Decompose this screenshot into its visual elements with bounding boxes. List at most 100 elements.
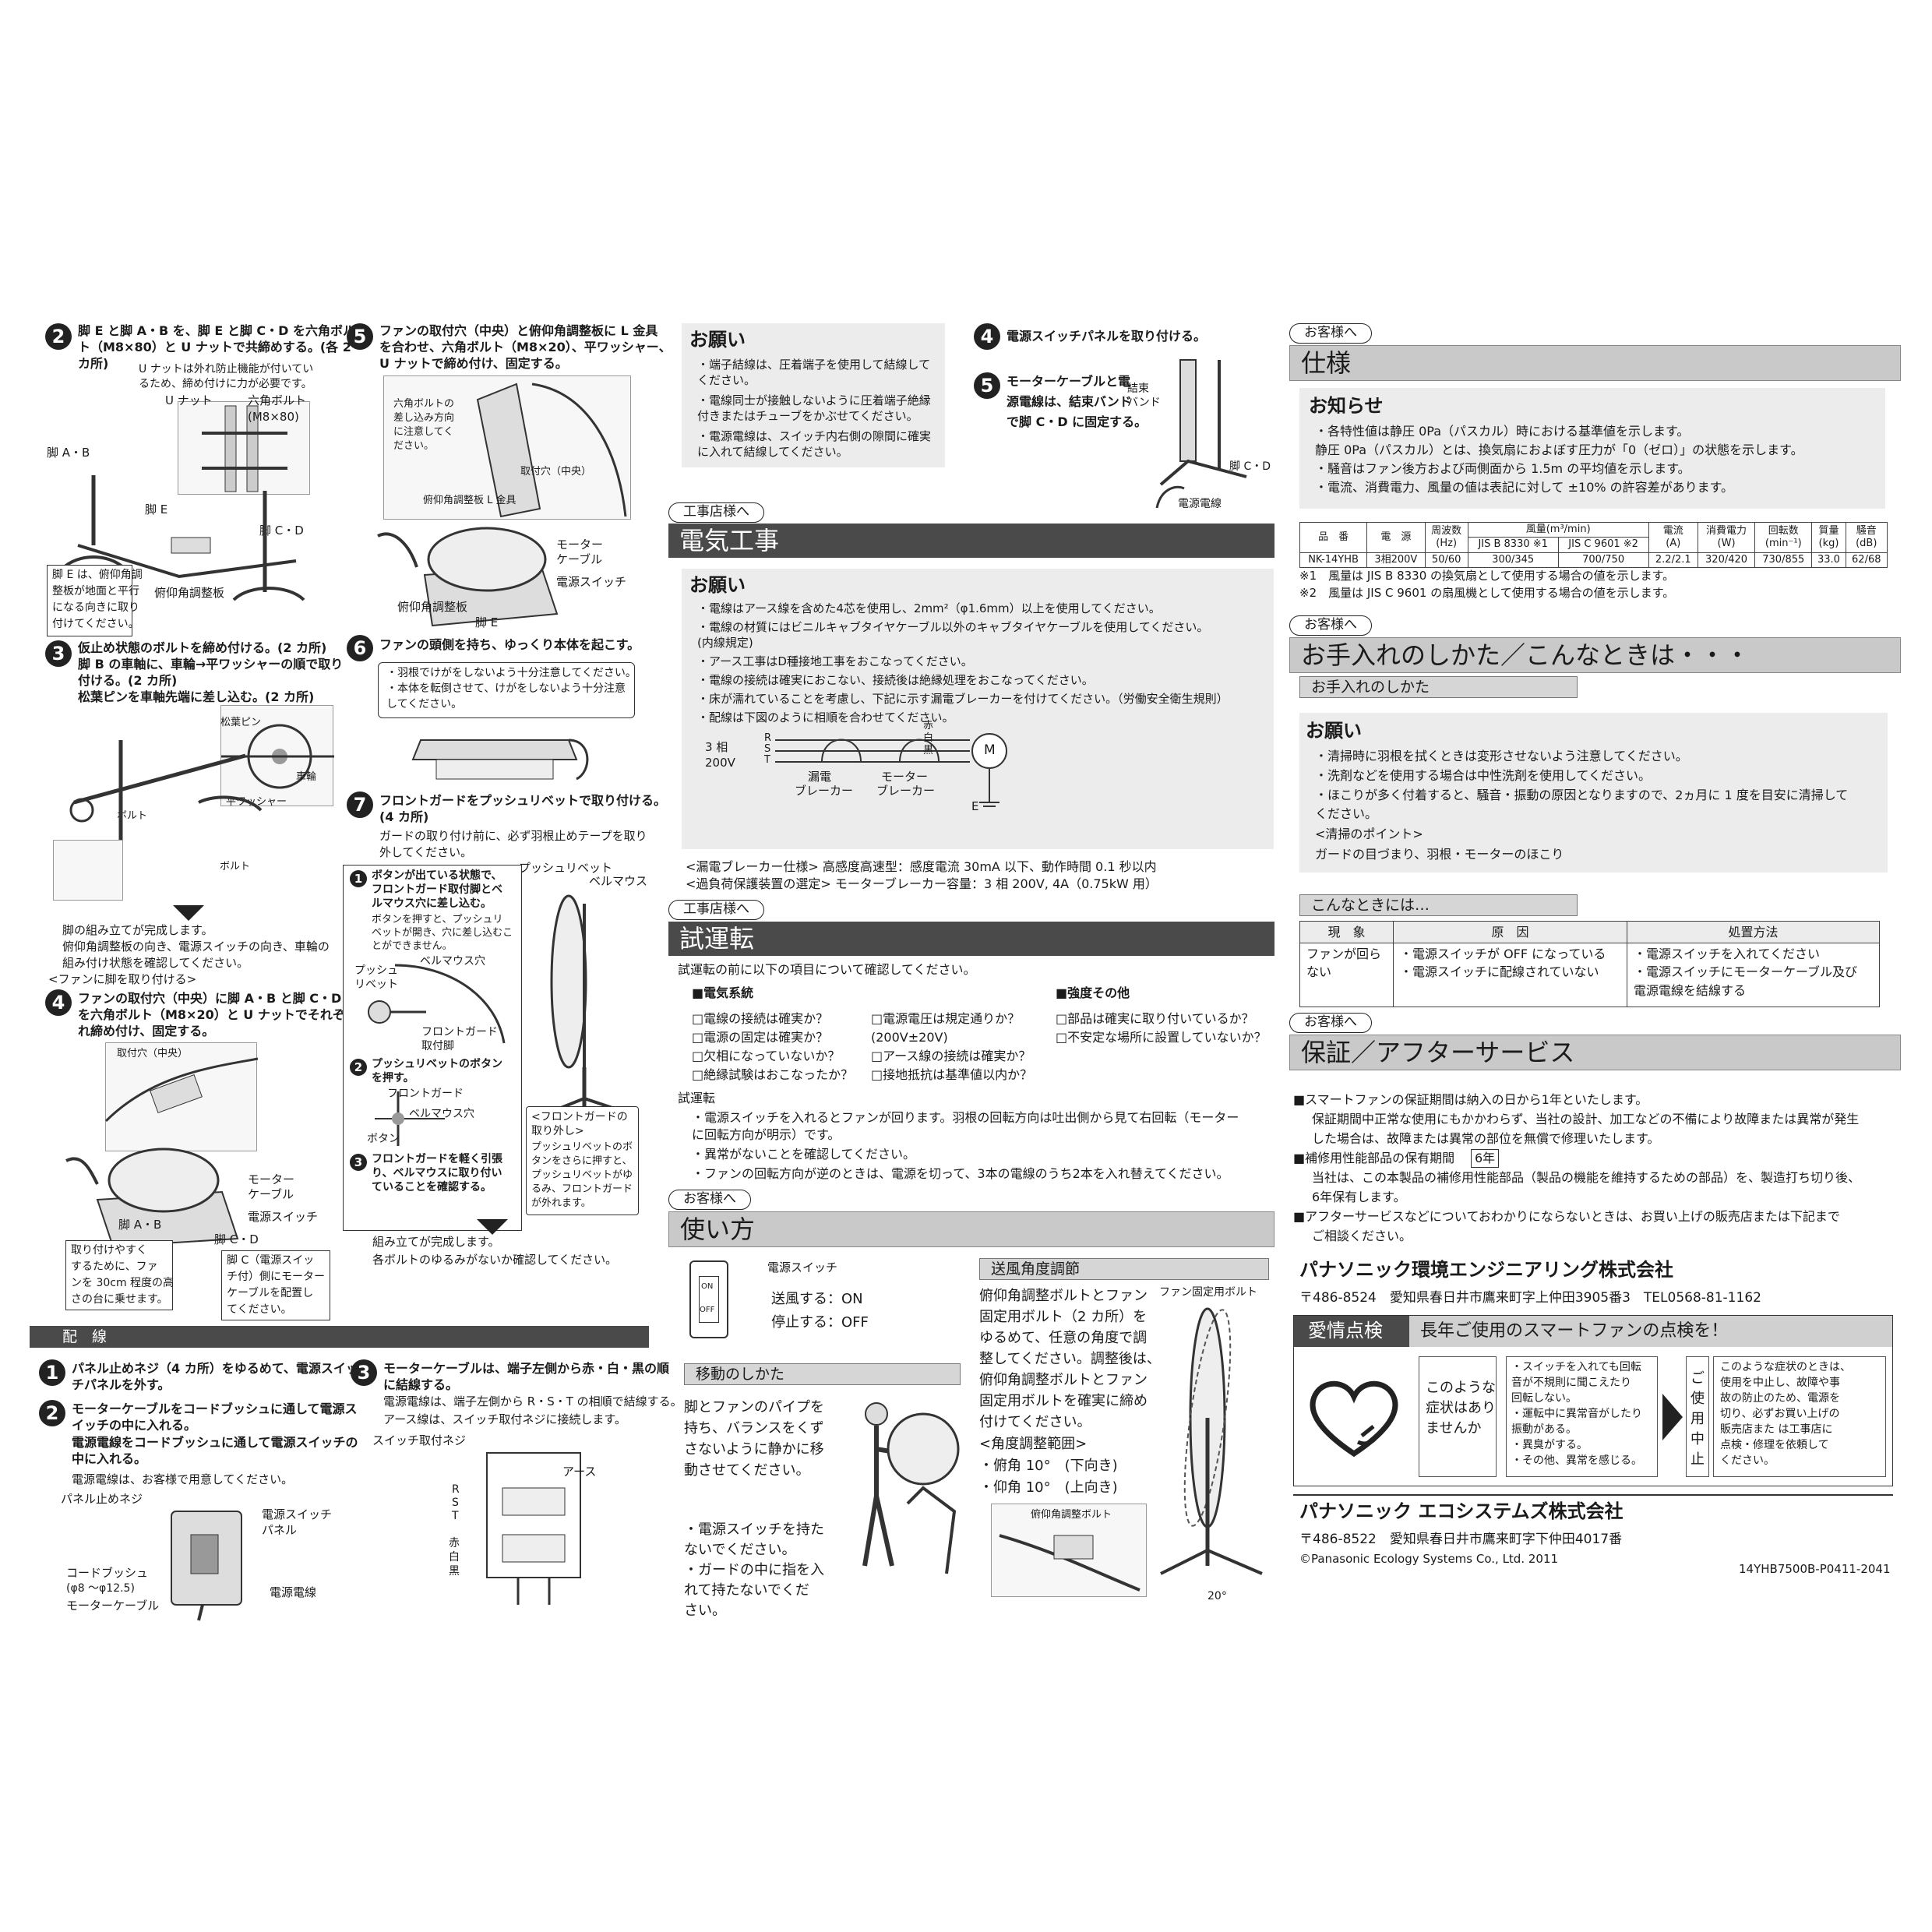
audience-tag: お客様へ bbox=[1289, 1013, 1372, 1033]
step-text: フロントガードをプッシュリベットで取り付ける。 bbox=[379, 793, 667, 808]
step4-note2-box: 脚 C（電源スイッ チ付）側にモーター ケーブルを配置し てください。 bbox=[221, 1250, 330, 1320]
warning-line: ・本体を転倒させて、けがをしないよう十分注意 bbox=[386, 682, 626, 695]
body-text: <角度調整範囲> bbox=[979, 1436, 1088, 1452]
body-text: ・電源スイッチを持た bbox=[684, 1521, 824, 1538]
request-line: ガードの目づまり、羽根・モーターのほこり bbox=[1315, 847, 1564, 862]
arrow-down-icon bbox=[477, 1219, 508, 1235]
step-text: 源電線は、結束バンド bbox=[1007, 394, 1132, 409]
company-name: パナソニック エコシステムズ株式会社 bbox=[1299, 1500, 1624, 1522]
action-line: 使用を中止し、故障や事 bbox=[1720, 1377, 1840, 1389]
step-text: (4 カ所) bbox=[379, 809, 429, 824]
step-text: モーターケーブルは、端子左側から赤・白・黒の順 bbox=[383, 1361, 670, 1376]
inspection-message-bg: 長年ご使用のスマートファンの点検を！ bbox=[1409, 1316, 1892, 1347]
front-guard-side-illustration bbox=[545, 894, 632, 1116]
request-title: お願い bbox=[689, 329, 746, 351]
substep-text: を押す。 bbox=[372, 1072, 414, 1084]
diagram-label: 黒 bbox=[923, 745, 934, 756]
body-text: ・仰角 10° (上向き) bbox=[979, 1479, 1118, 1496]
request-line: ・配線は下図のように相順を合わせてください。 bbox=[697, 710, 954, 724]
step-text: イッチの中に入れる。 bbox=[72, 1418, 197, 1433]
symptom-line: ・スイッチを入れても回転 bbox=[1511, 1361, 1641, 1373]
parts-years-box: 6年 bbox=[1471, 1149, 1500, 1168]
substep-text: フロントガード取付脚とベ bbox=[372, 883, 502, 896]
note-line: るみ、フロントガード bbox=[531, 1183, 633, 1195]
symptom-line: 振動がある。 bbox=[1511, 1423, 1577, 1436]
note-line: になる向きに取り bbox=[52, 601, 139, 614]
substep-note: ボタンを押すと、プッシュリ bbox=[372, 914, 503, 925]
checklist-item: □接地抵抗は基準値以内か？ bbox=[871, 1067, 1033, 1082]
lbracket-illustration bbox=[476, 383, 627, 518]
request-line: ・ほこりが多く付着すると、騒音・振動の原因となりますので、2ヵ月に 1 度を目安… bbox=[1315, 788, 1849, 802]
step-text: チパネルを外す。 bbox=[72, 1377, 171, 1392]
step-text: 電源電線は、端子左側から R・S・T の相順で結線する。 bbox=[383, 1394, 682, 1408]
hole-illustration bbox=[104, 1057, 259, 1123]
label: 電源スイッチ bbox=[248, 1210, 319, 1224]
request-line: ・電線の接続は確実におこない、接続後は絶縁処理をおこなってください。 bbox=[697, 673, 1094, 687]
label: 取付穴（中央） bbox=[117, 1048, 189, 1059]
section-title: 配 線 bbox=[62, 1328, 108, 1345]
diagram-label: T bbox=[764, 754, 770, 766]
audience-tag: お客様へ bbox=[668, 1190, 751, 1210]
notice-line: ・電流、消費電力、風量の値は表記に対して ±10% の許容差があります。 bbox=[1315, 480, 1734, 495]
diagram-label: 赤 bbox=[923, 720, 934, 732]
step-text: モーターケーブルをコードブッシュに通して電源ス bbox=[72, 1401, 358, 1416]
spec-cell: 50/60 bbox=[1424, 552, 1468, 568]
elec-request-box: お願い ・電線はアース線を含めた4芯を使用し、2mm²（φ1.6mm）以上を使用… bbox=[682, 569, 1274, 849]
leg-e-note-box: 脚 E は、俯仰角調 整板が地面と平行 になる向きに取り 付けてください。 bbox=[47, 565, 143, 636]
step-text: ファンの頭側を持ち、ゆっくり本体を起こす。 bbox=[379, 637, 640, 652]
label: 20° bbox=[1208, 1590, 1227, 1602]
substep-text: ボタンが出ている状態で、 bbox=[372, 869, 502, 882]
heart-plug-icon bbox=[1310, 1380, 1398, 1458]
label: フロントガード bbox=[421, 1026, 498, 1038]
warranty-line: ■アフターサービスなどについておわかりにならないときは、お買い上げの販売店または… bbox=[1293, 1209, 1840, 1224]
unut-figure bbox=[178, 401, 310, 495]
step-number: 3 bbox=[45, 640, 72, 667]
label: パネル止めネジ bbox=[61, 1492, 143, 1506]
step-number: 1 bbox=[39, 1359, 65, 1386]
spec-head: 消費電力(W) bbox=[1697, 522, 1756, 553]
power-switch[interactable]: ON OFF bbox=[689, 1260, 728, 1338]
body-text: ・異常がないことを確認してください。 bbox=[692, 1147, 916, 1162]
spec-line: <漏電ブレーカー仕様> 高感度高速型：感度電流 30mA 以下、動作時間 0.1… bbox=[686, 859, 1157, 874]
step-text: を六角ボルト（M8×20）と U ナットでそれぞ bbox=[78, 1007, 345, 1022]
note-line: 脚 C（電源スイッ bbox=[227, 1254, 315, 1267]
label: ケーブル bbox=[556, 552, 603, 566]
label: 白 bbox=[449, 1551, 460, 1564]
step-text: を合わせ、六角ボルト（M8×20）、平ワッシャー、 bbox=[379, 340, 672, 354]
label: バンド bbox=[1127, 397, 1161, 409]
company-address: 〒486-8522 愛知県春日井市鷹来町字下仲田4017番 bbox=[1299, 1532, 1623, 1547]
section-title-bar: 使い方 bbox=[668, 1211, 1274, 1247]
spec-head: 回転数(min⁻¹) bbox=[1754, 522, 1813, 553]
note-line: てください。 bbox=[227, 1303, 292, 1316]
label: ボタン bbox=[367, 1133, 400, 1145]
body-text: ・ファンの回転方向が逆のときは、電源を切って、3本の電線のうち2本を入れ替えてく… bbox=[692, 1166, 1229, 1181]
checklist-item: □電源電圧は規定通りか？ bbox=[871, 1011, 1021, 1026]
cable-tie-illustration bbox=[1155, 359, 1247, 509]
notice-box: お知らせ ・各特性値は静圧 0Pa（パスカル）時における基準値を示します。 静圧… bbox=[1299, 388, 1885, 509]
symptom-line: 回転しない。 bbox=[1511, 1392, 1577, 1405]
request-line: ください。 bbox=[697, 373, 756, 387]
tilt-bolt-illustration bbox=[999, 1534, 1141, 1592]
subsection-bar: お手入れのしかた bbox=[1299, 676, 1578, 698]
label: モーターケーブル bbox=[66, 1599, 160, 1613]
spec-head: 電流(A) bbox=[1648, 522, 1698, 553]
body-text: ・電源スイッチを入れるとファンが回ります。羽根の回転方向は吐出側から見て右回転（… bbox=[692, 1110, 1239, 1125]
off-label: OFF bbox=[700, 1306, 715, 1314]
request-line: <清掃のポイント> bbox=[1315, 827, 1423, 841]
note-line: さの台に乗せます。 bbox=[71, 1293, 168, 1306]
person-moving-fan-illustration bbox=[862, 1402, 960, 1574]
switch-rocker[interactable]: ON OFF bbox=[699, 1276, 719, 1323]
inspection-title: 愛情点検 bbox=[1308, 1320, 1383, 1341]
request-line: ・電線同士が接触しないように圧着端子絶縁 bbox=[697, 393, 931, 407]
step-text: 松葉ピンを車軸先端に差し込む。(2 カ所) bbox=[78, 689, 315, 704]
step-text: カ所) bbox=[78, 356, 109, 371]
checklist-item: □電線の接続は確実か？ bbox=[692, 1011, 829, 1026]
spec-head: 品 番 bbox=[1299, 522, 1368, 553]
request-line: ください。 bbox=[1315, 806, 1378, 821]
request-title: お願い bbox=[1306, 720, 1362, 742]
spec-head: 風量(m³/min) bbox=[1467, 521, 1649, 538]
checklist-item: □アース線の接続は確実か？ bbox=[871, 1049, 1031, 1063]
label: 黒 bbox=[449, 1565, 460, 1578]
label: パネル bbox=[262, 1523, 298, 1537]
diagram-label: ブレーカー bbox=[876, 784, 936, 798]
